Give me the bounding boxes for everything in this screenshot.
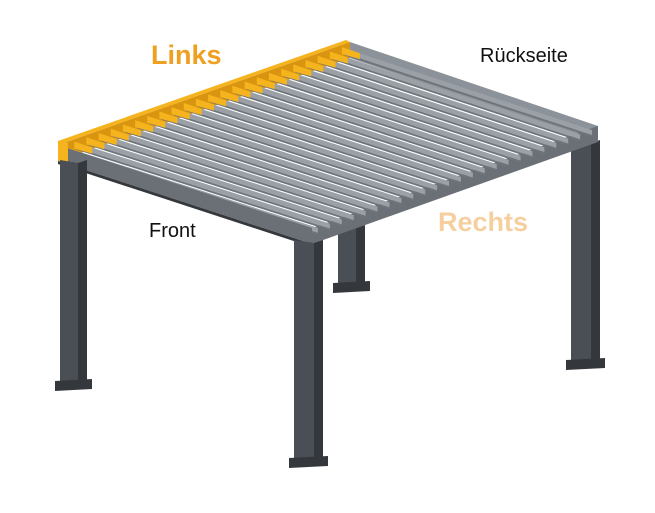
slat-shadow <box>88 143 342 227</box>
slat-shadow <box>331 57 581 142</box>
slat <box>88 138 342 225</box>
front-left-post-front-face <box>60 160 78 386</box>
slat-end-highlight <box>74 141 93 154</box>
slat-shadow <box>124 130 378 214</box>
slat <box>161 112 414 199</box>
slat-end-highlight <box>171 107 190 120</box>
slat <box>331 52 581 140</box>
slat-end-highlight <box>86 137 105 150</box>
slat-end-highlight <box>268 72 287 85</box>
slat <box>210 95 461 182</box>
back-right-post-front-face <box>571 140 591 365</box>
slat-end-highlight <box>244 81 263 94</box>
slat-end-highlight <box>208 94 227 107</box>
slat-shadow <box>343 53 593 138</box>
inner-back-post-foot-plate <box>333 281 370 293</box>
slat-end-highlight <box>195 98 214 111</box>
slat <box>185 103 438 191</box>
slat <box>283 69 533 157</box>
slat <box>258 78 509 165</box>
slat-end-highlight <box>256 77 275 90</box>
slat-shadow <box>161 117 414 201</box>
slat-end-highlight <box>135 120 154 133</box>
label-rueckseite: Rückseite <box>480 45 568 67</box>
slat-shadow <box>307 66 557 150</box>
left-beam-top <box>58 40 350 145</box>
slat-end-highlight <box>317 55 336 68</box>
slat-end-highlight <box>98 132 117 145</box>
slat <box>222 91 473 178</box>
slat <box>112 129 366 216</box>
slat <box>124 125 378 212</box>
label-links: Links <box>151 40 222 70</box>
slat-shadow <box>112 134 366 218</box>
front-right-post-front-face <box>294 240 314 463</box>
inner-back-post-front-face <box>338 225 356 288</box>
slat-shadow <box>222 96 473 180</box>
slat <box>307 61 557 148</box>
front-beam-shadow <box>58 161 312 247</box>
slat <box>137 121 390 208</box>
back-right-post-foot-plate <box>566 358 605 370</box>
slat-shadow <box>197 104 450 189</box>
slat-shadow <box>76 147 330 231</box>
slat-end-highlight <box>281 68 300 81</box>
slat-shadow <box>100 138 354 223</box>
slat-shadow <box>185 108 438 193</box>
slat-end-highlight <box>122 124 141 137</box>
slat-shadow <box>173 113 426 197</box>
slat-end-highlight <box>305 60 324 73</box>
slat-end-highlight <box>293 64 312 77</box>
slat-end-highlight <box>232 85 251 98</box>
slat <box>149 116 402 204</box>
slat-shadow <box>137 126 390 210</box>
front-left-post-side-face <box>78 160 87 386</box>
slat-end-highlight <box>147 115 166 128</box>
slat-shadow <box>210 100 461 184</box>
front-beam <box>58 145 312 244</box>
slat <box>173 108 426 195</box>
slat-shadow <box>246 87 497 172</box>
slat-end-highlight <box>220 90 239 103</box>
slat-end-highlight <box>159 111 178 124</box>
slat-end-highlight <box>329 51 348 64</box>
left-corner-highlight <box>58 141 68 163</box>
slat <box>270 73 521 161</box>
slat <box>246 82 497 170</box>
inner-back-post-side-face <box>356 225 365 288</box>
slat-shadow <box>283 74 533 159</box>
slat <box>319 56 569 144</box>
slat-end-highlight <box>183 102 202 115</box>
front-right-post-foot-plate <box>289 456 328 468</box>
slat <box>295 65 545 153</box>
slat-end-highlight <box>110 128 129 141</box>
slat-shadow <box>234 91 485 176</box>
slat <box>76 142 330 229</box>
front-right-post-side-face <box>314 240 323 463</box>
slat-end-highlight <box>341 47 360 60</box>
slat-shadow <box>258 83 509 167</box>
label-front: Front <box>149 220 196 242</box>
slat <box>234 86 485 174</box>
slat-shadow <box>319 61 569 146</box>
slat <box>343 48 593 136</box>
back-right-post-side-face <box>591 140 600 365</box>
slat <box>197 99 450 187</box>
slat-shadow <box>270 78 521 163</box>
slat <box>100 133 354 221</box>
label-rechts: Rechts <box>438 207 529 237</box>
slat-shadow <box>149 121 402 206</box>
front-left-post-foot-plate <box>55 379 92 391</box>
slat-shadow <box>295 70 545 155</box>
